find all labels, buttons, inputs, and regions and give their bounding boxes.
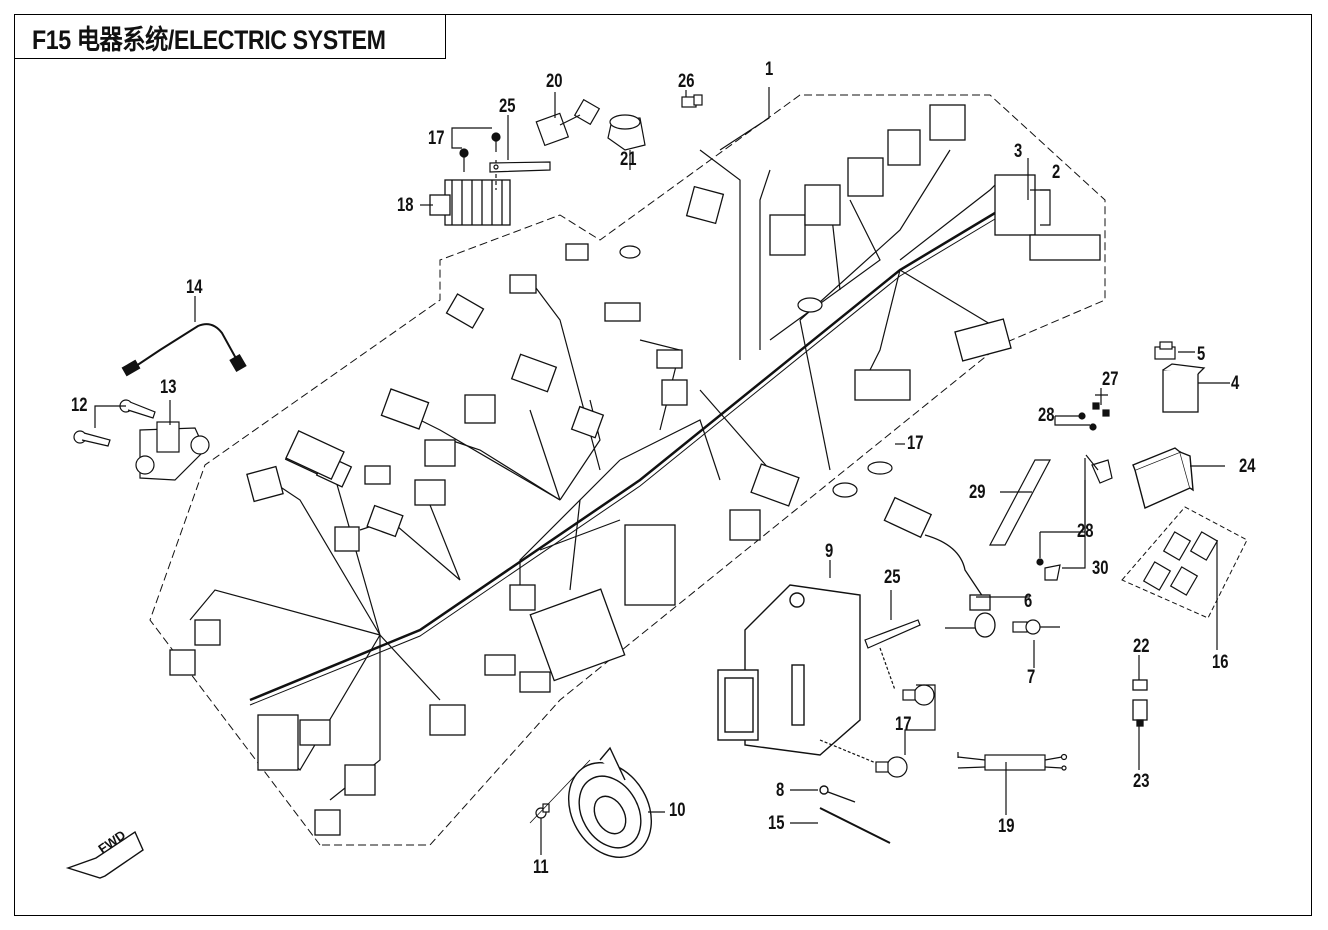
battery-strap [989, 459, 1051, 546]
starter-cable [957, 752, 1068, 771]
callout-4: 4 [1231, 373, 1240, 394]
diode-and-holder [1132, 679, 1148, 727]
callout-10: 10 [669, 800, 686, 821]
bolts-17-top [459, 132, 501, 190]
callout-23: 23 [1133, 771, 1150, 792]
callout-17-top: 17 [428, 128, 445, 149]
callout-3: 3 [1014, 141, 1023, 162]
ignition-switch [607, 114, 646, 151]
callout-28-lower: 28 [1077, 521, 1094, 542]
horn-bolt-axis [529, 759, 591, 824]
bolts-12 [73, 399, 156, 447]
diagram-frame [14, 14, 1312, 916]
callout-5: 5 [1197, 344, 1206, 365]
warning-label-sheet [1121, 506, 1248, 619]
regulator-rectifier [429, 179, 511, 226]
harness-trunk-inner [249, 215, 1001, 706]
callout-17-harness: 17 [907, 433, 924, 454]
callout-8: 8 [776, 780, 785, 801]
relay-cover [1154, 341, 1176, 360]
cable-strap-top [489, 161, 551, 173]
leader-lines [94, 87, 1230, 855]
callout-24: 24 [1239, 456, 1256, 477]
tip-over-sensor [135, 421, 210, 481]
callout-12: 12 [71, 395, 88, 416]
callout-29: 29 [969, 482, 986, 503]
battery-cable [883, 496, 996, 638]
callout-17-ecu: 17 [895, 714, 912, 735]
callout-21: 21 [620, 149, 637, 170]
speed-sensor-cable [121, 323, 247, 377]
callout-18: 18 [397, 195, 414, 216]
ignition-switch-connector [535, 98, 601, 147]
harness-branches [189, 149, 1001, 801]
cable-strap-ecu [864, 619, 921, 649]
flasher-relay [1162, 363, 1206, 413]
ecu-module [717, 584, 861, 756]
title-box [14, 14, 446, 59]
fuse-holder-small-parts [1078, 402, 1110, 431]
diagram-title: F15 电器系统/ELECTRIC SYSTEM [32, 25, 386, 55]
callout-30: 30 [1092, 558, 1109, 579]
harness-connectors [169, 104, 1101, 836]
callout-27: 27 [1102, 369, 1119, 390]
battery [1132, 447, 1194, 509]
callout-16: 16 [1212, 652, 1229, 673]
callout-11: 11 [533, 857, 549, 878]
callout-20: 20 [546, 71, 563, 92]
callout-19: 19 [998, 816, 1015, 837]
harness-outline [149, 94, 1106, 846]
callout-1: 1 [765, 59, 774, 80]
callout-13: 13 [160, 377, 177, 398]
callout-7: 7 [1027, 667, 1036, 688]
fuse-clip [681, 94, 703, 108]
ring-terminals [619, 245, 893, 498]
terminal-bracket [1036, 454, 1113, 581]
horn [567, 746, 653, 858]
callout-9: 9 [825, 541, 834, 562]
horn-bolt [535, 803, 550, 819]
callout-25-ecu: 25 [884, 567, 901, 588]
warning-label-cells [1142, 531, 1219, 596]
callout-15: 15 [768, 813, 785, 834]
forward-arrow-icon [65, 830, 144, 879]
callout-2: 2 [1052, 162, 1061, 183]
callout-28-upper: 28 [1038, 405, 1055, 426]
callout-26: 26 [678, 71, 695, 92]
callout-14: 14 [186, 277, 203, 298]
callout-22: 22 [1133, 636, 1150, 657]
callout-6: 6 [1024, 591, 1033, 612]
harness-trunk [249, 208, 1001, 702]
callout-25-top: 25 [499, 96, 516, 117]
battery-bolt [1012, 619, 1060, 635]
pin-and-cable-tie [819, 785, 891, 844]
